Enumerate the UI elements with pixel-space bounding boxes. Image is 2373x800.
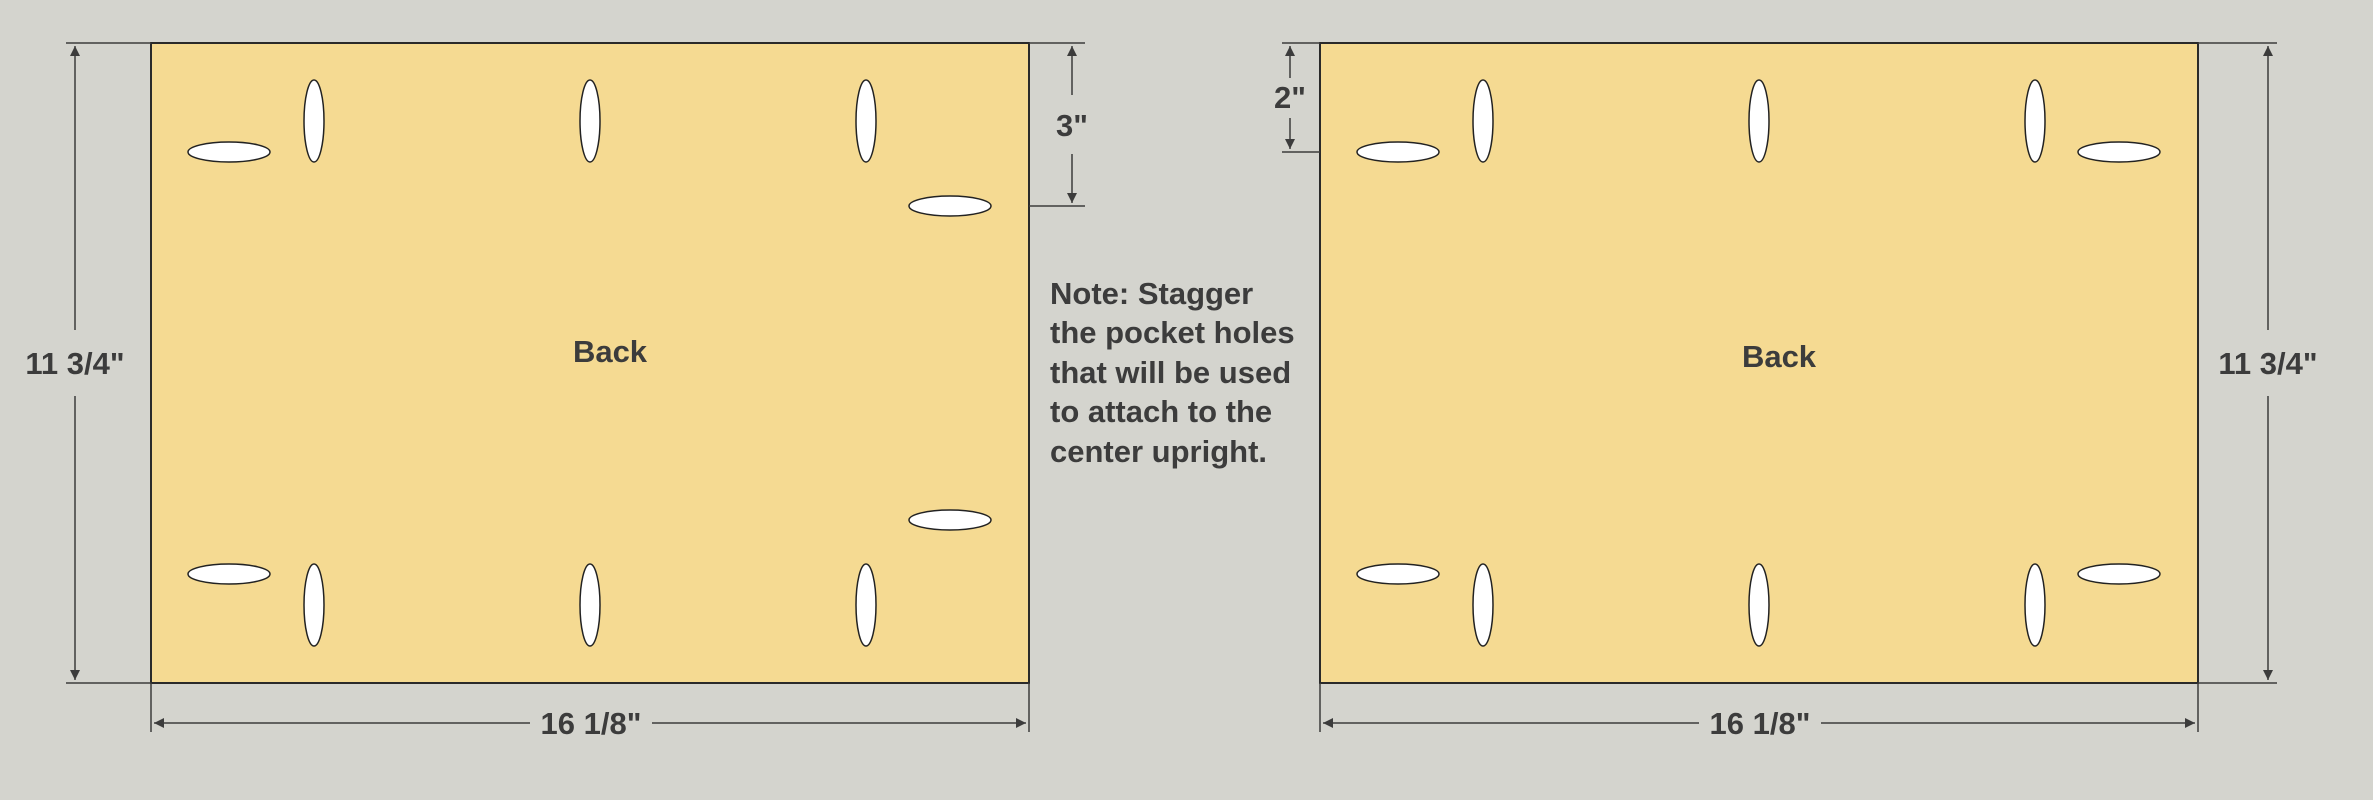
pocket-hole <box>187 563 271 585</box>
pocket-hole <box>579 79 601 163</box>
pocket-hole <box>1748 79 1770 163</box>
pocket-hole <box>1356 563 1440 585</box>
left-panel: Back 11 3/4" 16 1/8" 3" <box>25 42 1088 741</box>
right-width-label: 16 1/8" <box>1710 706 1811 741</box>
pocket-hole <box>908 509 992 531</box>
right-offset-label: 2" <box>1274 80 1306 115</box>
right-height-label: 11 3/4" <box>2218 346 2317 381</box>
left-width-dimension <box>150 683 1030 732</box>
left-height-dimension <box>66 42 151 684</box>
pocket-hole <box>187 141 271 163</box>
right-height-dimension <box>2198 42 2277 684</box>
pocket-hole <box>1472 79 1494 163</box>
pocket-hole <box>1356 141 1440 163</box>
note-line: that will be used <box>1050 355 1291 390</box>
note-line: the pocket holes <box>1050 315 1295 350</box>
pocket-hole <box>2077 141 2161 163</box>
pocket-hole <box>2077 563 2161 585</box>
pocket-hole <box>855 79 877 163</box>
right-panel: Back 2" 11 3/4" 16 1/8" <box>1274 42 2318 741</box>
left-offset-label: 3" <box>1056 108 1088 143</box>
left-panel-label: Back <box>573 334 648 369</box>
left-width-label: 16 1/8" <box>541 706 642 741</box>
stagger-note: Note: Stagger the pocket holes that will… <box>1050 276 1295 469</box>
right-width-dimension <box>1319 683 2199 732</box>
right-pocket-holes <box>1356 79 2161 647</box>
pocket-hole <box>908 195 992 217</box>
pocket-hole <box>303 79 325 163</box>
note-line: Note: Stagger <box>1050 276 1253 311</box>
pocket-hole <box>1748 563 1770 647</box>
pocket-hole <box>2024 563 2046 647</box>
pocket-hole <box>1472 563 1494 647</box>
pocket-hole <box>855 563 877 647</box>
left-pocket-holes <box>187 79 992 647</box>
right-offset-dimension <box>1282 42 1320 153</box>
right-panel-label: Back <box>1742 339 1817 374</box>
note-line: to attach to the <box>1050 394 1272 429</box>
pocket-hole <box>579 563 601 647</box>
pocket-hole <box>2024 79 2046 163</box>
note-line: center upright. <box>1050 434 1267 469</box>
left-offset-dimension <box>1029 42 1085 207</box>
pocket-hole <box>303 563 325 647</box>
left-height-label: 11 3/4" <box>25 346 124 381</box>
